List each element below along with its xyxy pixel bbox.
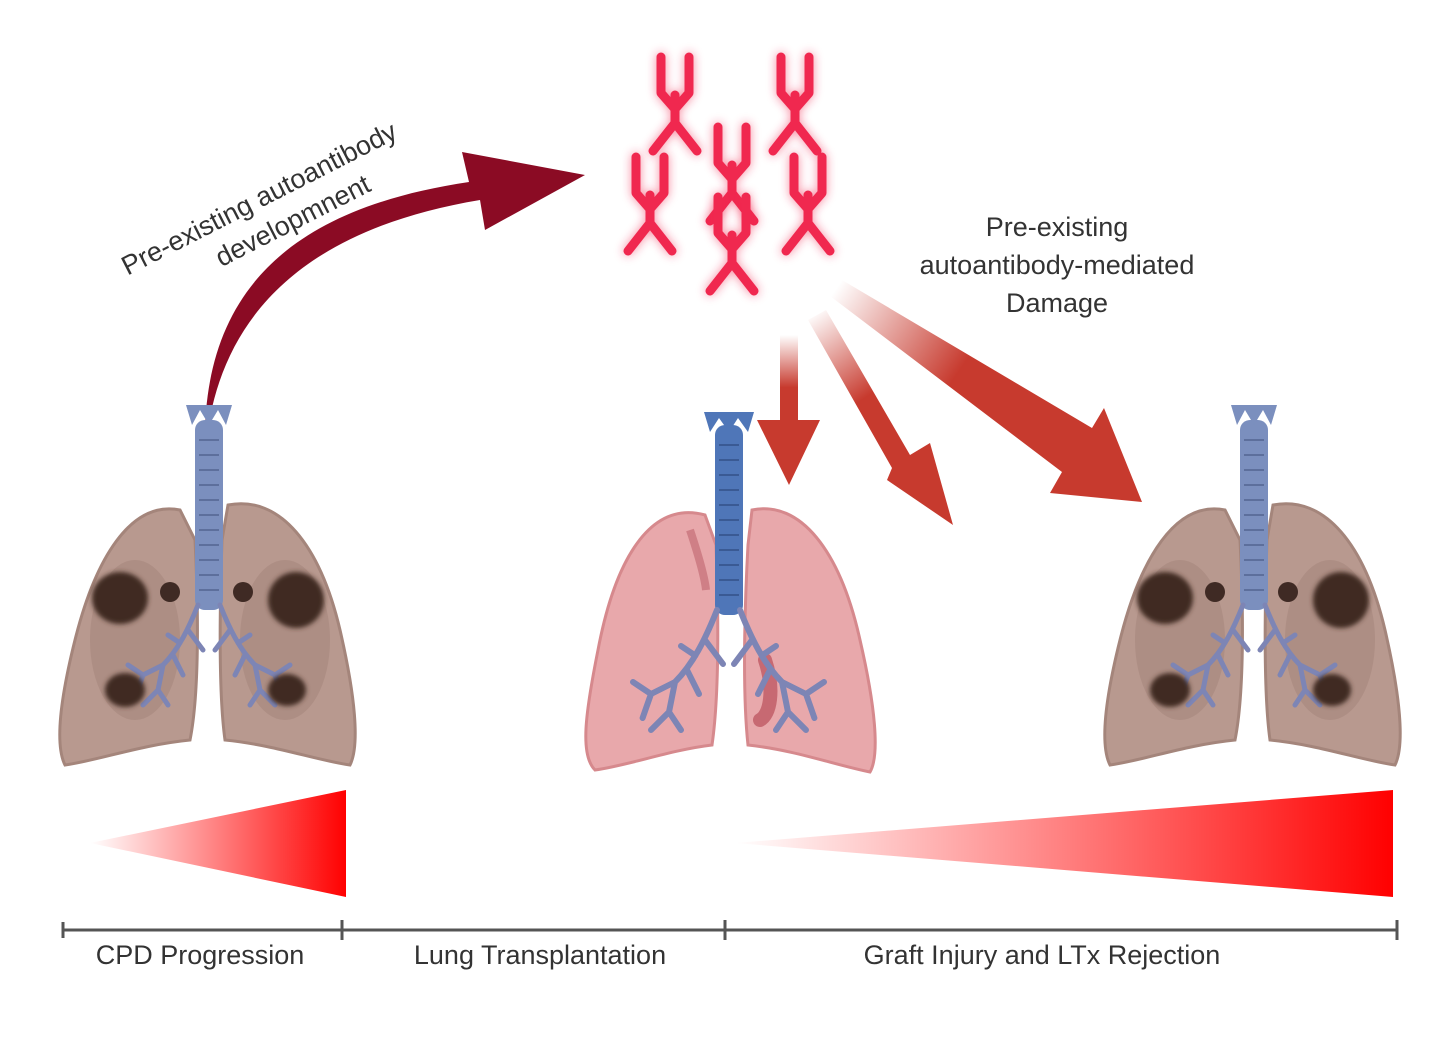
damage-arrow-diagonal: [808, 310, 953, 525]
antibody-icon: [710, 197, 754, 291]
damage-label-line3: Damage: [1006, 288, 1108, 318]
trachea-icon: [186, 405, 232, 610]
damage-label-line2: autoantibody-mediated: [920, 250, 1195, 280]
cpd-progression-wedge: [90, 790, 346, 897]
damage-label: Pre-existing autoantibody-mediated Damag…: [920, 212, 1195, 318]
damage-arrow-down: [757, 335, 820, 485]
antibody-icon: [773, 57, 817, 151]
antibody-cluster: [628, 57, 830, 291]
antibody-icon: [653, 57, 697, 151]
damage-label-line1: Pre-existing: [986, 212, 1129, 242]
rejection-progression-wedge: [735, 790, 1393, 897]
autoantibody-development-arrow: [204, 152, 585, 455]
diseased-lung-icon: [1103, 405, 1402, 767]
trachea-icon: [704, 412, 754, 615]
damage-arrows: [757, 280, 1142, 525]
damage-arrow-right: [830, 280, 1142, 502]
antibody-icon: [628, 157, 672, 251]
timeline-label-rejection: Graft Injury and LTx Rejection: [864, 940, 1221, 970]
antibody-icon: [786, 157, 830, 251]
timeline-label-cpd: CPD Progression: [96, 940, 305, 970]
diseased-lung-icon: [58, 405, 357, 767]
healthy-lung-icon: [584, 412, 877, 774]
timeline-label-transplant: Lung Transplantation: [414, 940, 666, 970]
timeline: CPD Progression Lung Transplantation Gra…: [61, 920, 1399, 970]
trachea-icon: [1231, 405, 1277, 610]
